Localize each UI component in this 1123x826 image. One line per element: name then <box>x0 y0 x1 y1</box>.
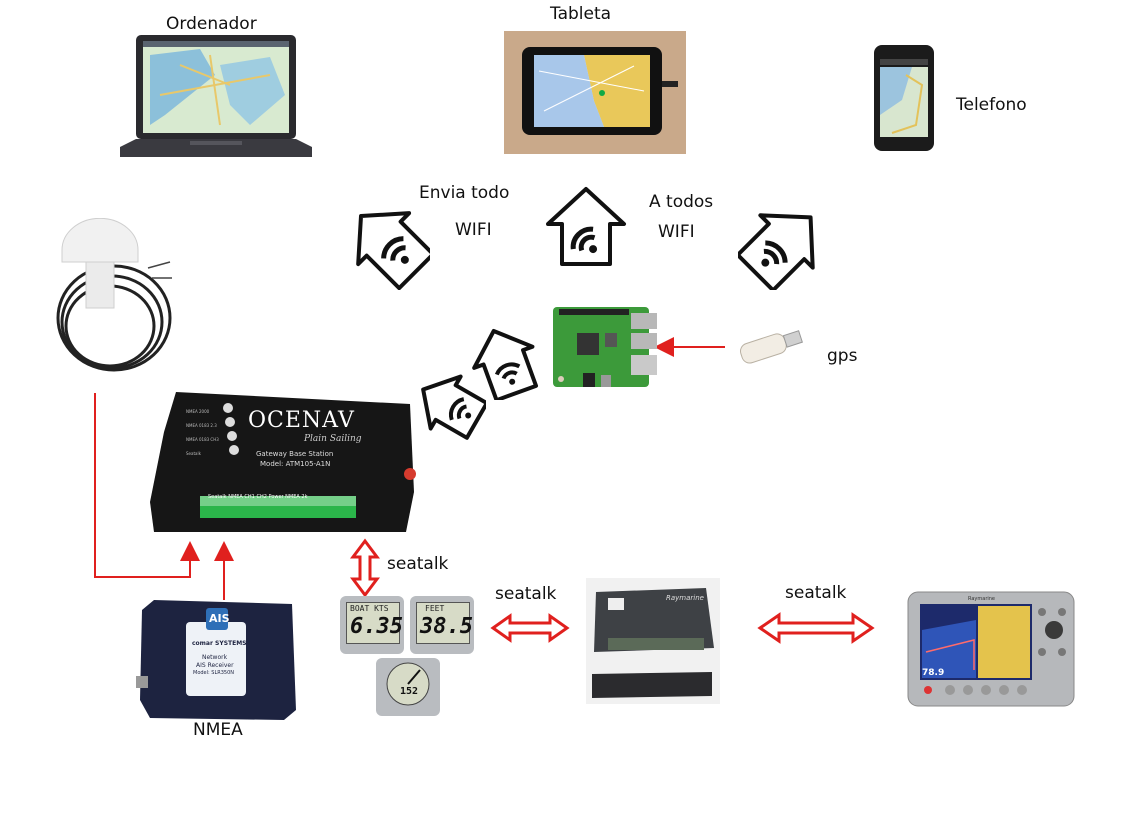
laptop-icon <box>120 35 312 157</box>
gateway-subtitle: Plain Sailing <box>304 434 362 444</box>
raymarine-box-icon <box>592 588 714 698</box>
boat-speed-instrument: BOAT KTS 6.35 <box>340 596 404 654</box>
tablet-photo <box>504 31 686 154</box>
nmea-label: NMEA <box>193 720 243 740</box>
raymarine-box-brand: Raymarine <box>666 594 704 602</box>
gateway-terminals: Seatalk NMEA CH1 CH2 Power NMEA 2k <box>208 494 308 500</box>
wifi-house-icon-right <box>738 213 815 290</box>
ais-line1: Network <box>202 654 228 661</box>
depth-instrument: FEET 38.5 <box>410 596 474 654</box>
wind-value: 152 <box>400 686 419 697</box>
gateway-model-line1: Gateway Base Station <box>256 450 334 458</box>
gateway-led-label: Seatalk <box>186 451 201 456</box>
wifi-house-icon-gateway <box>421 374 486 440</box>
boat-speed-title: BOAT KTS <box>350 604 389 613</box>
gateway-led-label: NMEA 2000 <box>186 409 210 414</box>
raymarine-plotter: Raymarine 78.9 <box>906 590 1076 708</box>
ais-receiver: AIS comar SYSTEMS Network AIS Receiver M… <box>136 600 298 720</box>
gateway-led-label: NMEA 0183 CH3 <box>186 437 219 442</box>
gateway-body <box>150 392 416 532</box>
seatalk-arrow-box-plotter <box>757 612 875 644</box>
seatalk-label-vertical: seatalk <box>387 554 449 574</box>
phone-icon <box>874 45 934 151</box>
ais-body <box>136 600 296 720</box>
computer-label: Ordenador <box>166 14 257 34</box>
wifi-house-icon-center <box>546 187 626 266</box>
depth-title: FEET <box>425 604 445 613</box>
usb-gps-dongle-icon <box>740 330 803 364</box>
ais-line3: Model: SLR350N <box>193 670 235 676</box>
phone-label: Telefono <box>956 95 1027 115</box>
gateway-led-labels: NMEA 2000 NMEA 0183 2.3 NMEA 0183 CH3 Se… <box>186 405 219 461</box>
plotter-reading: 78.9 <box>922 668 945 678</box>
wifi-left-top-label: Envia todo <box>419 183 510 203</box>
ais-brand: comar SYSTEMS <box>192 640 247 647</box>
depth-value: 38.5 <box>420 614 473 639</box>
gps-label: gps <box>827 346 858 366</box>
plotter-body <box>907 591 1075 707</box>
wifi-house-icon-left <box>356 211 430 290</box>
ais-logo: AIS <box>209 612 230 625</box>
tablet-label: Tableta <box>550 4 612 24</box>
raymarine-box: Raymarine <box>586 578 720 704</box>
ais-line2: AIS Receiver <box>196 662 234 669</box>
wind-dial-icon <box>386 662 430 706</box>
wifi-right-top-label: A todos <box>649 192 714 212</box>
wifi-house-icon-pi <box>472 328 539 400</box>
gateway-led-label: NMEA 0183 2.3 <box>186 423 217 428</box>
tablet-icon <box>522 47 678 135</box>
wind-instrument: 152 <box>376 658 440 716</box>
gps-antenna-connection <box>94 393 200 578</box>
seatalk-label-middle: seatalk <box>495 584 557 604</box>
boat-speed-display: BOAT KTS 6.35 <box>346 602 403 644</box>
wifi-right-bottom-label: WIFI <box>658 222 695 242</box>
seatalk-vertical-arrow <box>350 538 380 598</box>
gateway-model-line2: Model: ATM105-A1N <box>260 460 331 468</box>
plotter-brand: Raymarine <box>968 596 996 602</box>
boat-speed-value: 6.35 <box>350 614 403 639</box>
depth-display: FEET 38.5 <box>416 602 473 644</box>
seatalk-label-right: seatalk <box>785 583 847 603</box>
gps-antenna-icon <box>56 218 172 372</box>
ocenav-gateway: OCENAV Plain Sailing Gateway Base Statio… <box>148 392 418 532</box>
gateway-brand: OCENAV <box>248 408 355 433</box>
raspberry-pi-icon <box>553 307 657 387</box>
wifi-left-bottom-label: WIFI <box>455 220 492 240</box>
seatalk-arrow-instruments-box <box>490 613 570 643</box>
